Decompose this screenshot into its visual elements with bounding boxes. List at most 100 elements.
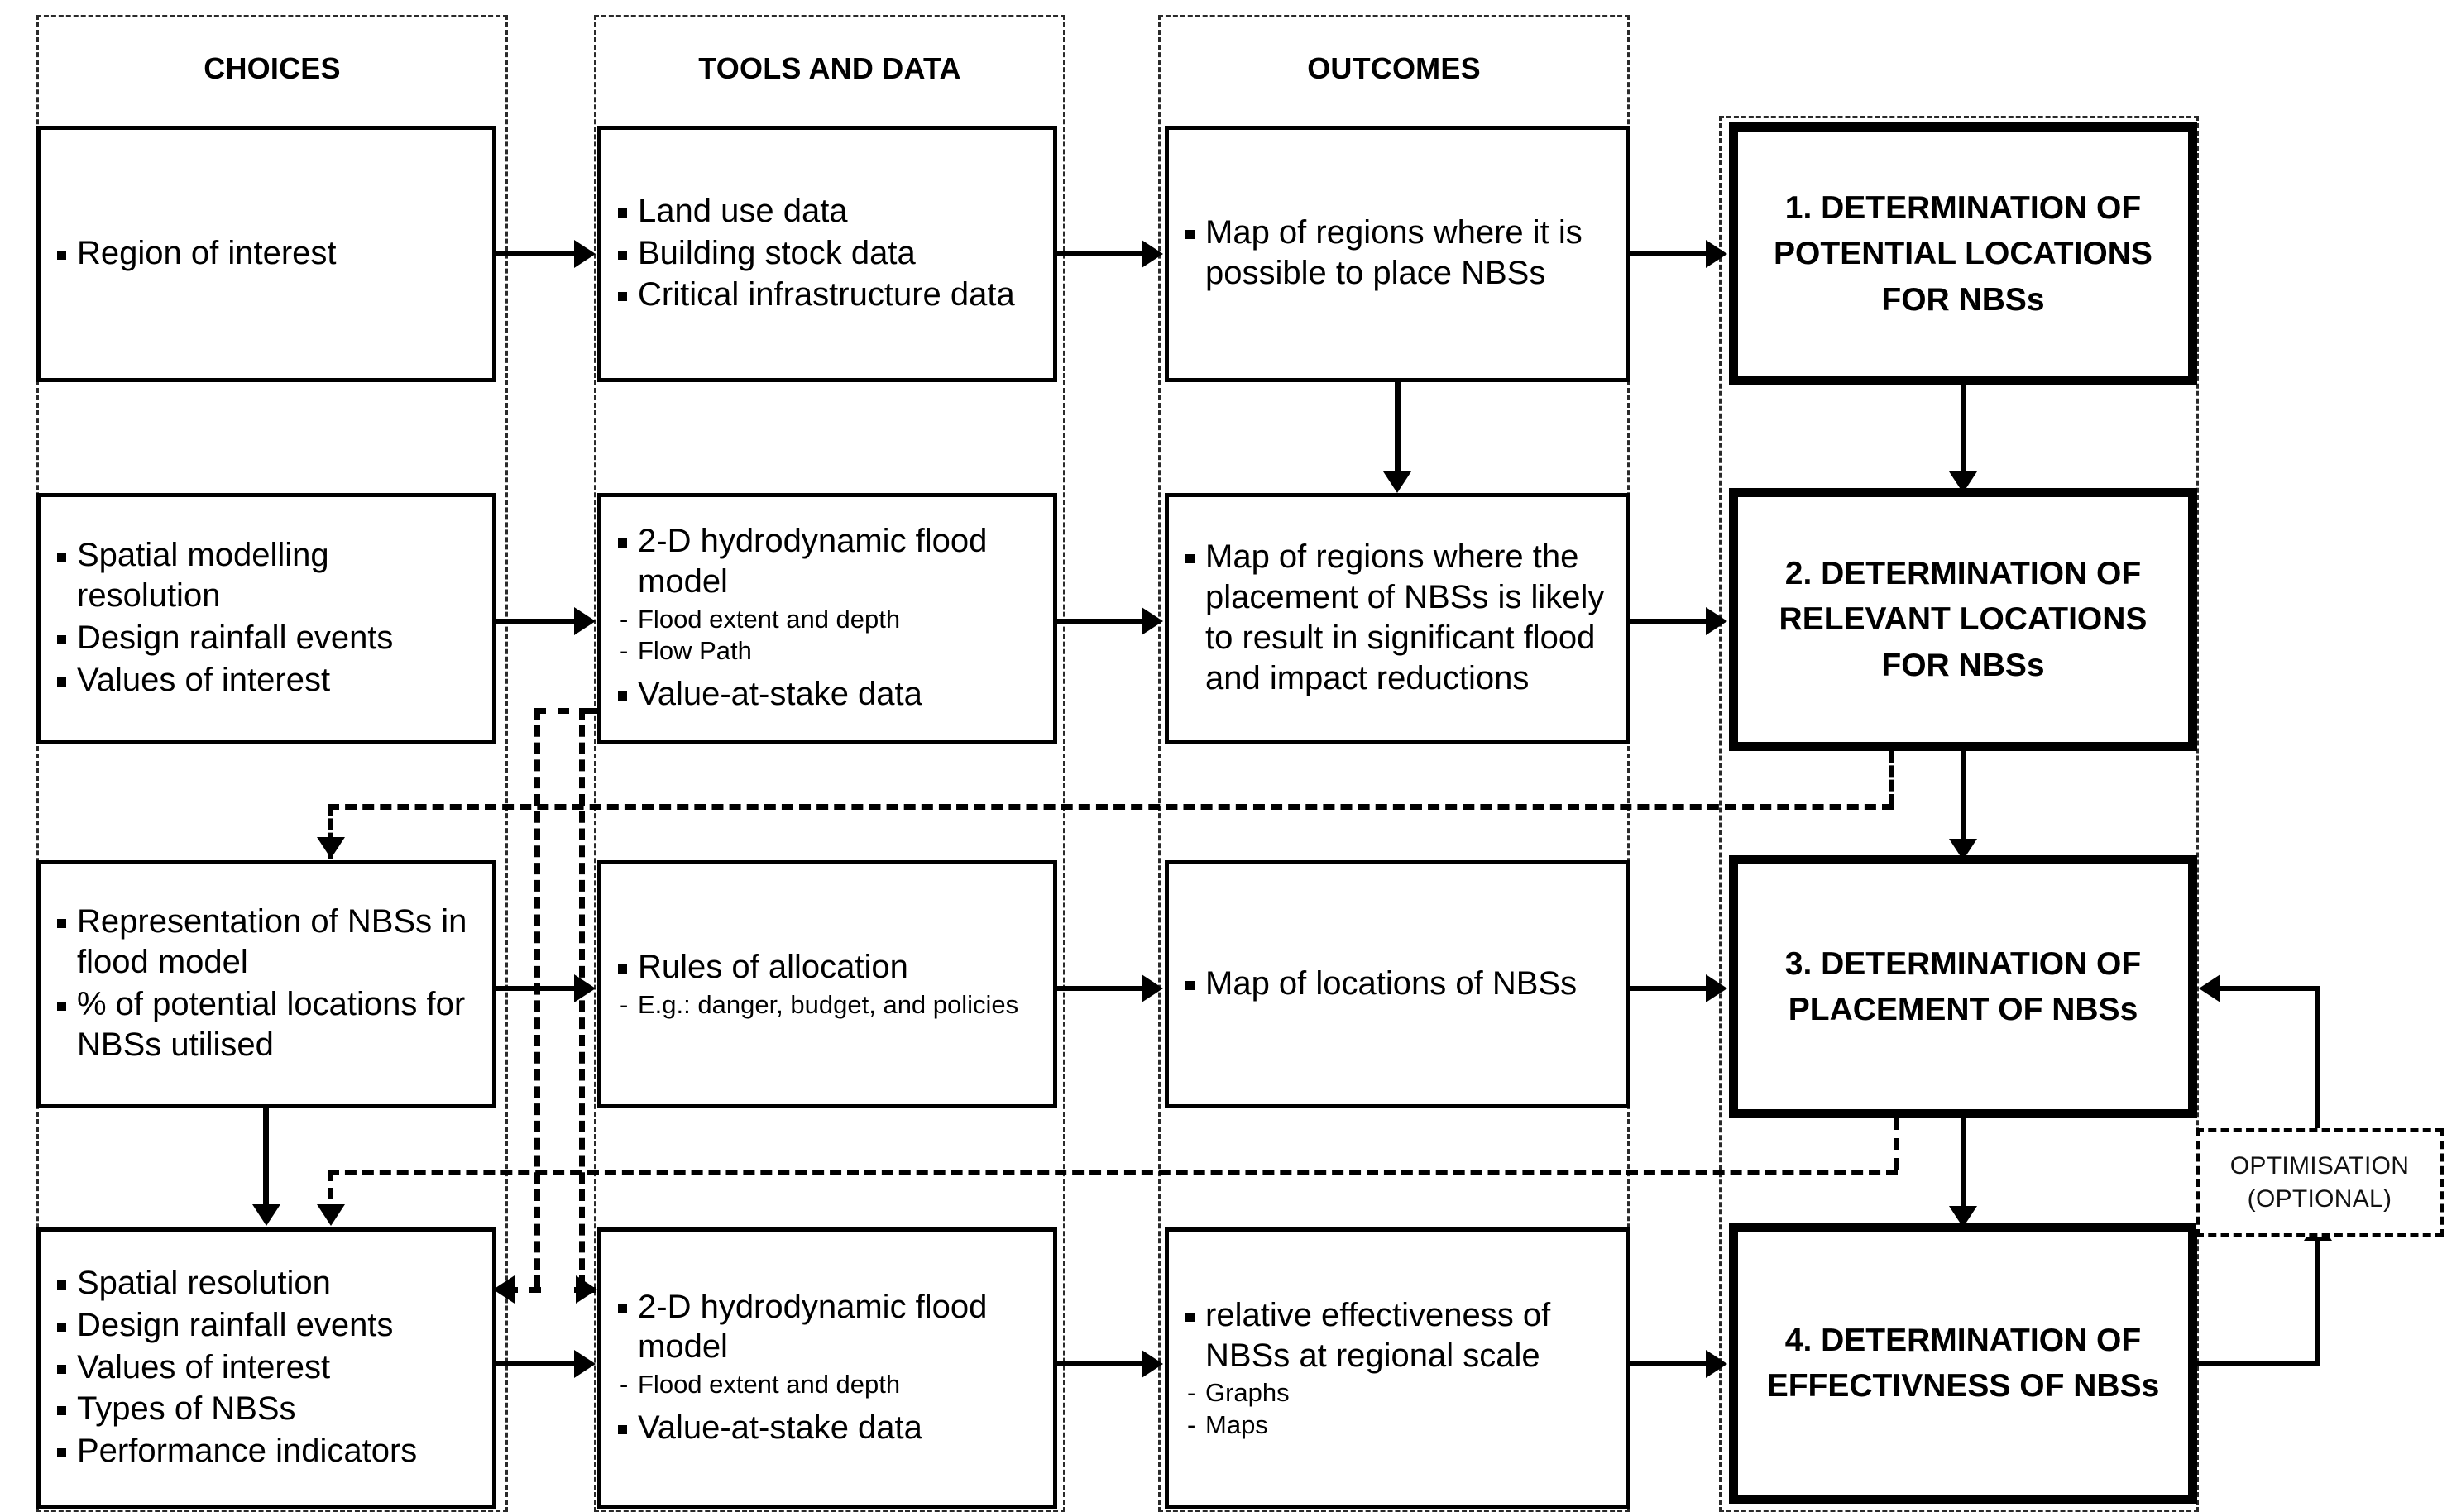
bullet-list: relative effectiveness of NBSs at region… [1180, 1295, 1612, 1442]
optimisation-label-line2: (OPTIONAL) [2247, 1185, 2392, 1213]
list-item: Spatial resolution [52, 1263, 479, 1304]
arrowhead-r4-t-o [1142, 1350, 1163, 1378]
bullet-list: 2-D hydrodynamic flood model Flood exten… [613, 1287, 1040, 1448]
outcomes-box-row1: Map of regions where it is possible to p… [1165, 126, 1630, 382]
choices-box-row2: Spatial modelling resolution Design rain… [36, 493, 496, 744]
arrowhead-feedback-to-choices4-right [493, 1275, 515, 1304]
lane-title-tools: TOOLS AND DATA [698, 51, 961, 85]
step-box-2: 2. DETERMINATION OF RELEVANT LOCATIONS F… [1729, 488, 2197, 751]
step-box-1: 1. DETERMINATION OF POTENTIAL LOCATIONS … [1729, 122, 2197, 385]
bullet-list: Map of regions where the placement of NB… [1180, 537, 1612, 698]
arrow-line-r1-t-o [1057, 251, 1145, 256]
feedback-loop-top-left-elbow [534, 708, 569, 714]
list-item: Region of interest [52, 233, 479, 274]
lane-title-outcomes: OUTCOMES [1307, 51, 1481, 85]
choices-box-row1: Region of interest [36, 126, 496, 382]
arrow-line-r3-t-o [1057, 986, 1145, 991]
lane-tools [594, 15, 1065, 1512]
step-title: 3. DETERMINATION OF PLACEMENT OF NBSs [1784, 945, 2142, 1027]
arrowhead-r1-o-down [1383, 471, 1411, 493]
list-item: Rules of allocation [613, 947, 1040, 988]
arrowhead-feedback-choices3 [317, 837, 345, 859]
list-item: Value-at-stake data [613, 674, 1040, 715]
arrowhead-step2-down [1949, 839, 1977, 860]
bullet-list: Spatial modelling resolution Design rain… [52, 535, 479, 700]
outcomes-box-row4: relative effectiveness of NBSs at region… [1165, 1227, 1630, 1509]
opt-line-up-from-opt [2315, 986, 2320, 1128]
feedback-line-step3-down-stub [1894, 1118, 1899, 1170]
arrowhead-r3-c-t [574, 974, 596, 1002]
list-item: Flow Path [613, 635, 1040, 667]
feedback-line-step3-to-choices4 [328, 1170, 1898, 1175]
list-item: relative effectiveness of NBSs at region… [1180, 1295, 1612, 1376]
list-item: Types of NBSs [52, 1389, 479, 1429]
list-item: Graphs [1180, 1377, 1612, 1409]
list-item: Spatial modelling resolution [52, 535, 479, 616]
feedback-line-step2-down-stub [1889, 751, 1894, 806]
arrow-line-r2-c-t [496, 619, 577, 624]
arrow-line-r4-c-t [496, 1361, 577, 1366]
list-item: Representation of NBSs in flood model [52, 902, 479, 983]
feedback-line-choices3-drop [328, 804, 333, 859]
arrowhead-r4-c-t [574, 1350, 596, 1378]
bullet-list: 2-D hydrodynamic flood model Flood exten… [613, 521, 1040, 714]
step-title: 1. DETERMINATION OF POTENTIAL LOCATIONS … [1774, 189, 2152, 318]
bullet-list: Map of regions where it is possible to p… [1180, 213, 1612, 294]
feedback-loop-top-right-elbow [579, 708, 597, 714]
list-item: Building stock data [613, 233, 1040, 274]
feedback-line-step2-to-choices3 [328, 804, 1894, 810]
arrowhead-r1-t-o [1142, 240, 1163, 268]
arrow-line-r4-t-o [1057, 1361, 1145, 1366]
list-item: Values of interest [52, 1347, 479, 1388]
tools-box-row3: Rules of allocation E.g.: danger, budget… [597, 860, 1057, 1108]
step-box-3: 3. DETERMINATION OF PLACEMENT OF NBSs [1729, 855, 2197, 1118]
lane-outcomes [1158, 15, 1630, 1512]
list-item: E.g.: danger, budget, and policies [613, 989, 1040, 1022]
arrowhead-r3-t-o [1142, 974, 1163, 1002]
outcomes-box-row2: Map of regions where the placement of NB… [1165, 493, 1630, 744]
list-item: Design rainfall events [52, 1305, 479, 1346]
list-item: 2-D hydrodynamic flood model [613, 521, 1040, 602]
bullet-list: Spatial resolution Design rainfall event… [52, 1263, 479, 1471]
bullet-list: Representation of NBSs in flood model % … [52, 902, 479, 1065]
feedback-loop-vertical-left [534, 708, 540, 1287]
opt-line-up-to-opt [2315, 1241, 2320, 1366]
arrow-line-r4-o-s [1630, 1361, 1709, 1366]
arrow-line-r2-o-s [1630, 619, 1709, 624]
arrow-line-choices3-down [263, 1108, 269, 1213]
feedback-line-choices4-drop [328, 1170, 333, 1218]
bullet-list: Land use data Building stock data Critic… [613, 191, 1040, 315]
choices-box-row3: Representation of NBSs in flood model % … [36, 860, 496, 1108]
arrowhead-r3-o-s [1706, 974, 1727, 1002]
arrow-line-r1-c-t [496, 251, 577, 256]
list-item: Map of regions where it is possible to p… [1180, 213, 1612, 294]
lane-choices [36, 15, 508, 1512]
step-title: 4. DETERMINATION OF EFFECTIVNESS OF NBSs [1766, 1322, 2160, 1404]
list-item: Design rainfall events [52, 618, 479, 658]
arrow-line-r1-o-down [1395, 382, 1401, 481]
list-item: Land use data [613, 191, 1040, 232]
list-item: Flood extent and depth [613, 1369, 1040, 1401]
list-item: Critical infrastructure data [613, 275, 1040, 315]
arrowhead-feedback-choices4 [317, 1204, 345, 1226]
opt-line-from-step4 [2197, 1361, 2320, 1366]
arrowhead-r2-t-o [1142, 607, 1163, 635]
list-item: % of potential locations for NBSs utilis… [52, 984, 479, 1065]
bullet-list: Map of locations of NBSs [1180, 964, 1612, 1004]
list-item: Value-at-stake data [613, 1408, 1040, 1448]
arrowhead-r4-o-s [1706, 1350, 1727, 1378]
list-item: Performance indicators [52, 1431, 479, 1471]
feedback-loop-bottom-left-elbow [506, 1287, 541, 1293]
tools-box-row4: 2-D hydrodynamic flood model Flood exten… [597, 1227, 1057, 1509]
arrowhead-step1-down [1949, 471, 1977, 493]
arrow-line-step2-down [1961, 751, 1966, 850]
list-item: Maps [1180, 1409, 1612, 1442]
arrowhead-feedback-to-tools4 [576, 1275, 597, 1304]
step-title: 2. DETERMINATION OF RELEVANT LOCATIONS F… [1779, 555, 2148, 683]
list-item: 2-D hydrodynamic flood model [613, 1287, 1040, 1368]
arrowhead-r2-o-s [1706, 607, 1727, 635]
arrowhead-r2-c-t [574, 607, 596, 635]
arrowhead-r1-o-s [1706, 240, 1727, 268]
arrowhead-into-step3 [2199, 974, 2220, 1002]
